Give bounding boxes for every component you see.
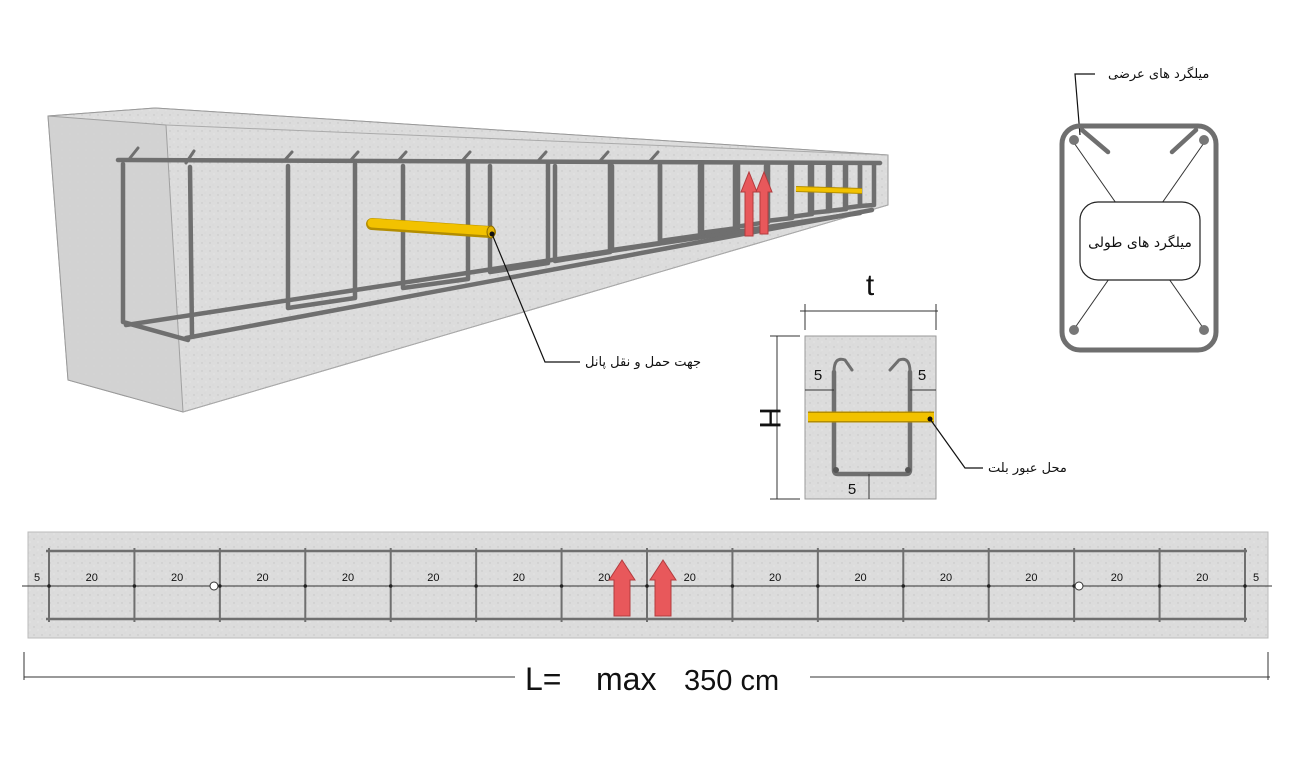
plan-spacing-label: 20 <box>86 572 98 584</box>
length-prefix: L= <box>525 661 561 697</box>
length-max: max <box>596 661 656 697</box>
stirrup-outline <box>1059 123 1219 353</box>
plan-spacing-label: 20 <box>256 572 268 584</box>
plan-spacing-label: 20 <box>854 572 866 584</box>
beam-rebar-cage <box>115 146 883 343</box>
plan-spacing-label: 20 <box>769 572 781 584</box>
cross-section: t H 5 5 5 محل عبور بلت <box>753 269 1067 500</box>
handling-direction-label: جهت حمل و نقل پانل <box>585 355 701 370</box>
stirrup-detail: میلگرد های عرضی میلگرد های طولی <box>1059 66 1219 353</box>
plan-node <box>218 584 222 588</box>
plan-spacing-label: 20 <box>342 572 354 584</box>
plan-handling-arrows <box>608 559 677 617</box>
plan-node <box>730 584 735 588</box>
longitudinal-bars-label: میلگرد های طولی <box>1088 234 1192 251</box>
plan-node <box>132 584 137 588</box>
plan-stirrups <box>47 548 1247 622</box>
plan-spacing-label: 20 <box>427 572 439 584</box>
section-height-label: H <box>753 407 786 429</box>
cover-bottom-label: 5 <box>848 481 856 498</box>
plan-spacing-label: 20 <box>171 572 183 584</box>
plan-node <box>474 584 478 588</box>
longitudinal-bars-box <box>1079 201 1201 281</box>
transverse-bars-leader <box>1074 73 1095 136</box>
plan-end-spacing-right: 5 <box>1253 572 1259 584</box>
cover-left-label: 5 <box>814 367 822 384</box>
section-width-label: t <box>866 269 875 302</box>
plan-spacing-label: 20 <box>684 572 696 584</box>
plan-spacing-labels: 20 20 20 20 20 20 20 20 20 20 20 20 20 20 <box>86 572 1209 584</box>
plan-node <box>645 584 649 588</box>
plan-spacing-label: 20 <box>1196 572 1208 584</box>
plan-view: 20 20 20 20 20 20 20 20 20 20 20 20 20 20 5 5 <box>22 531 1272 639</box>
plan-node <box>303 584 308 588</box>
plan-node <box>559 584 564 588</box>
plan-node <box>1243 584 1247 588</box>
cover-right-label: 5 <box>918 367 926 384</box>
plan-node <box>986 584 991 588</box>
plan-node <box>47 584 51 588</box>
beam-3d-view: جهت حمل و نقل پانل <box>47 107 889 413</box>
handling-direction-arrows-3d <box>740 170 773 237</box>
plan-spacing-label: 20 <box>598 572 610 584</box>
length-value: 350 cm <box>684 665 779 697</box>
plan-spacing-label: 20 <box>513 572 525 584</box>
length-dimension: L= max 350 cm <box>23 652 1270 697</box>
plan-spacing-label: 20 <box>1111 572 1123 584</box>
plan-spacing-label: 20 <box>940 572 952 584</box>
plan-node <box>901 584 906 588</box>
transverse-bars-label: میلگرد های عرضی <box>1108 66 1209 82</box>
plan-node <box>388 584 393 588</box>
handling-direction-leader <box>491 233 580 363</box>
bolt-passage-label: محل عبور بلت <box>988 461 1067 476</box>
plan-node <box>816 584 820 588</box>
plan-spacing-label: 20 <box>1025 572 1037 584</box>
bolt-sleeve-3d <box>366 186 863 239</box>
bolt-passage-leader <box>929 418 983 469</box>
plan-end-spacing-left: 5 <box>34 572 40 584</box>
plan-node <box>1157 584 1162 588</box>
